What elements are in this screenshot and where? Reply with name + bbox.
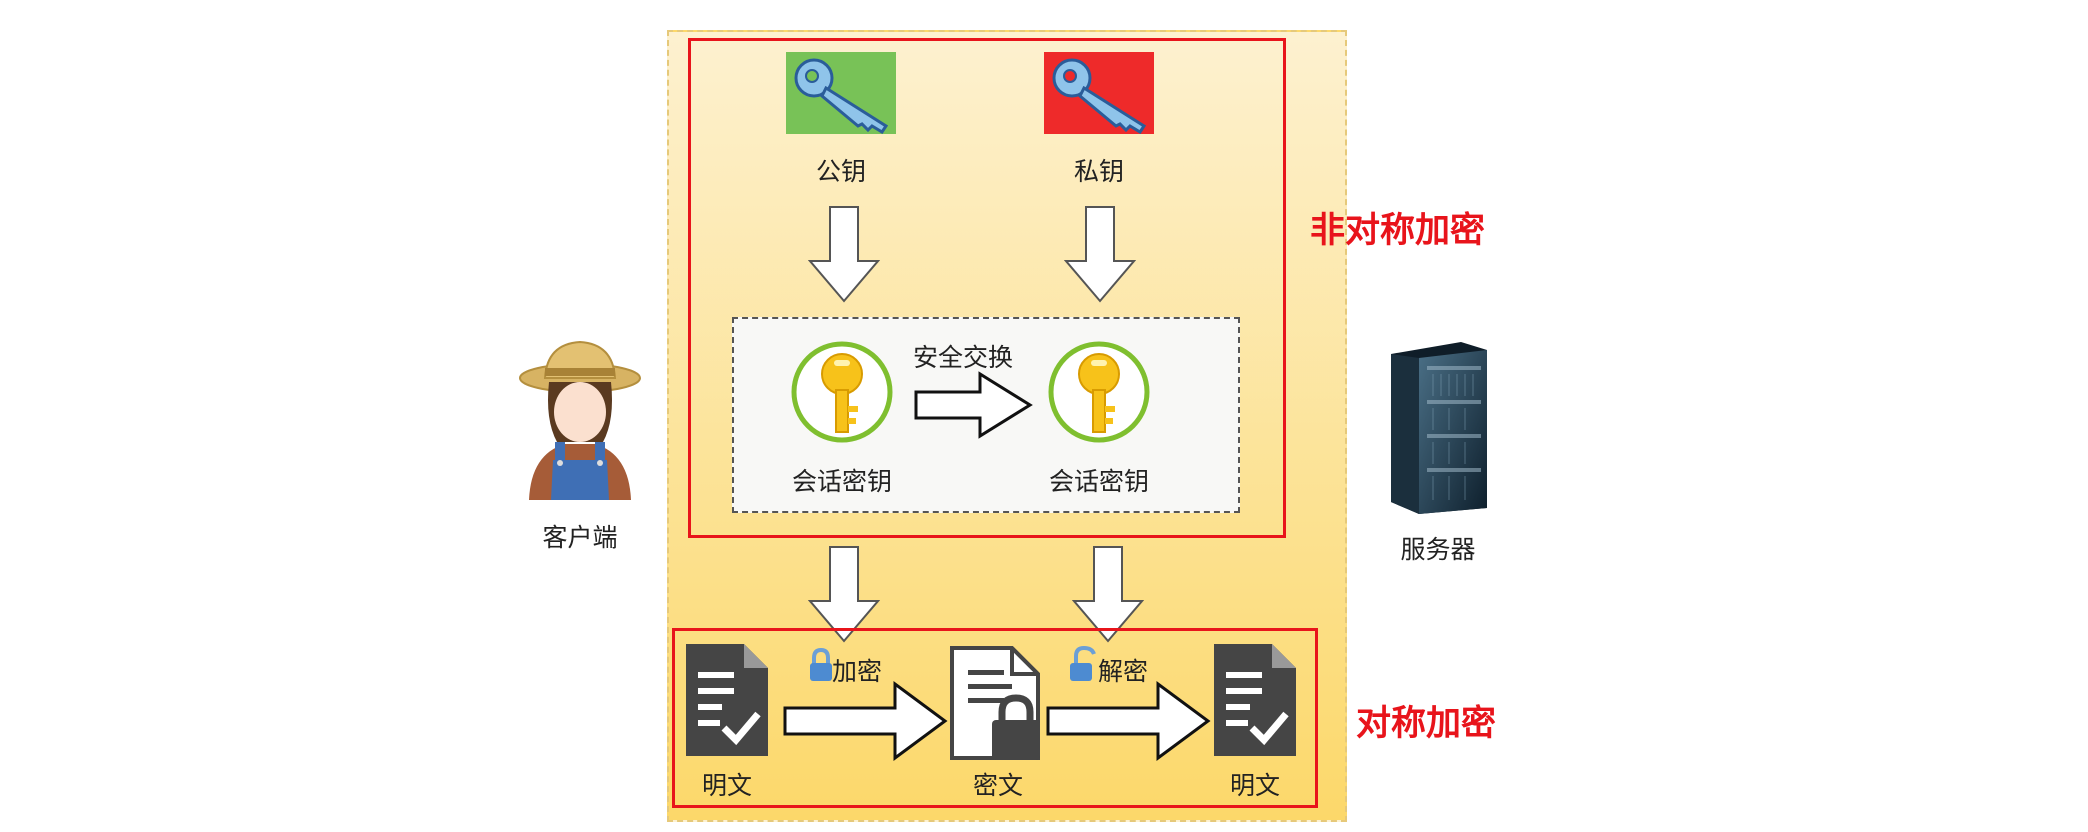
asymmetric-title: 非对称加密 [1310,211,1486,251]
session-key-left-label: 会话密钥 [791,467,892,496]
client-avatar-icon [515,330,645,500]
decrypt-arrow [1046,680,1212,762]
encrypt-arrow [783,680,949,762]
plaintext-right-label: 明文 [1229,771,1280,800]
ciphertext-icon [950,646,1050,762]
symmetric-highlight-box [672,628,1318,808]
plaintext-right-icon [1214,644,1296,756]
secure-exchange-label: 安全交换 [912,343,1013,372]
public-key-label: 公钥 [815,157,866,186]
session-key-right-label: 会话密钥 [1048,467,1149,496]
asymmetric-highlight-box [688,38,1286,538]
private-key-label: 私钥 [1073,157,1124,186]
exchange-arrow [914,370,1034,440]
down-arrow-public [808,205,880,305]
client-label: 客户端 [542,523,618,552]
down-arrow-encrypt [808,545,880,645]
session-key-left-icon [790,340,894,444]
decrypt-label: 解密 [1098,657,1149,686]
down-arrow-decrypt [1072,545,1144,645]
server-rack-icon [1383,340,1493,515]
encrypt-label: 加密 [832,657,883,686]
ciphertext-label: 密文 [972,771,1023,800]
session-key-right-icon [1047,340,1151,444]
plaintext-left-label: 明文 [701,771,752,800]
decrypt-unlock-icon [1068,646,1098,682]
down-arrow-private [1064,205,1136,305]
server-label: 服务器 [1400,535,1476,564]
symmetric-title: 对称加密 [1356,704,1497,744]
plaintext-left-icon [686,644,768,756]
private-key-icon [1044,52,1154,134]
public-key-icon [786,52,896,134]
encrypt-lock-icon [808,648,834,682]
